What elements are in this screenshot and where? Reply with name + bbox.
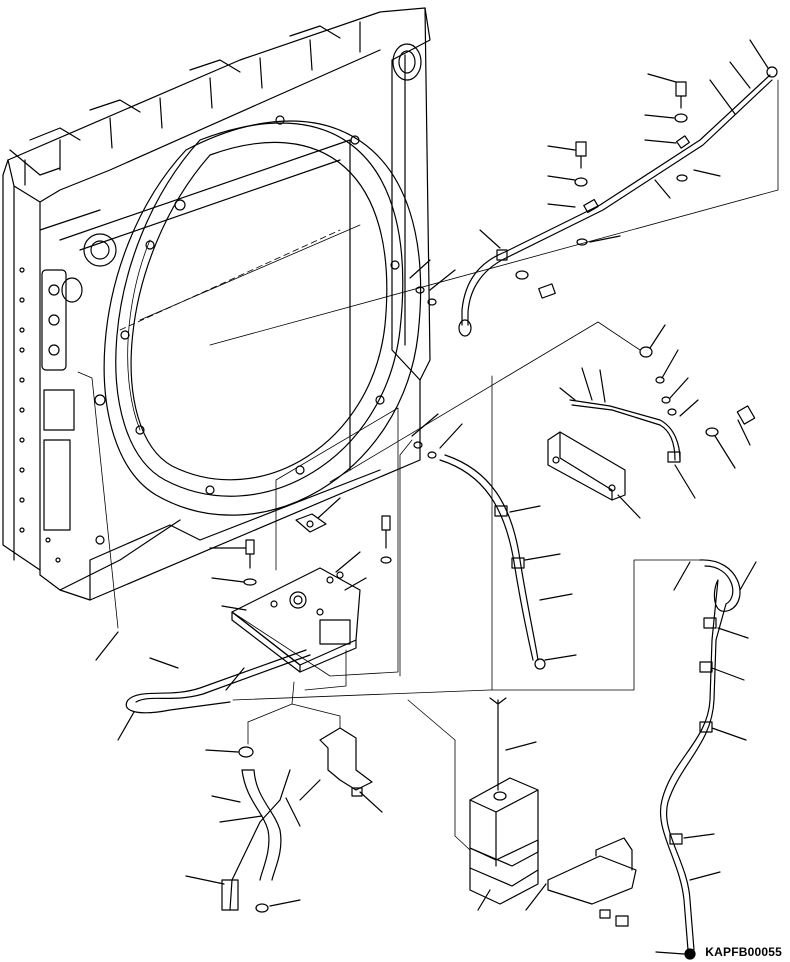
reservoir-tank	[407, 697, 637, 927]
mounting-plate	[209, 407, 399, 691]
lower-left-parts	[185, 681, 383, 913]
fan-shroud-ring	[103, 115, 422, 516]
lower-left-hose	[77, 371, 701, 741]
radiator-frame	[2, 7, 431, 601]
right-long-hose	[655, 559, 757, 960]
drawing-reference-code: KAPFB00055	[705, 945, 782, 959]
centre-hose	[399, 375, 577, 691]
middle-hose-assembly	[329, 321, 756, 519]
upper-hose-assembly	[209, 39, 779, 346]
